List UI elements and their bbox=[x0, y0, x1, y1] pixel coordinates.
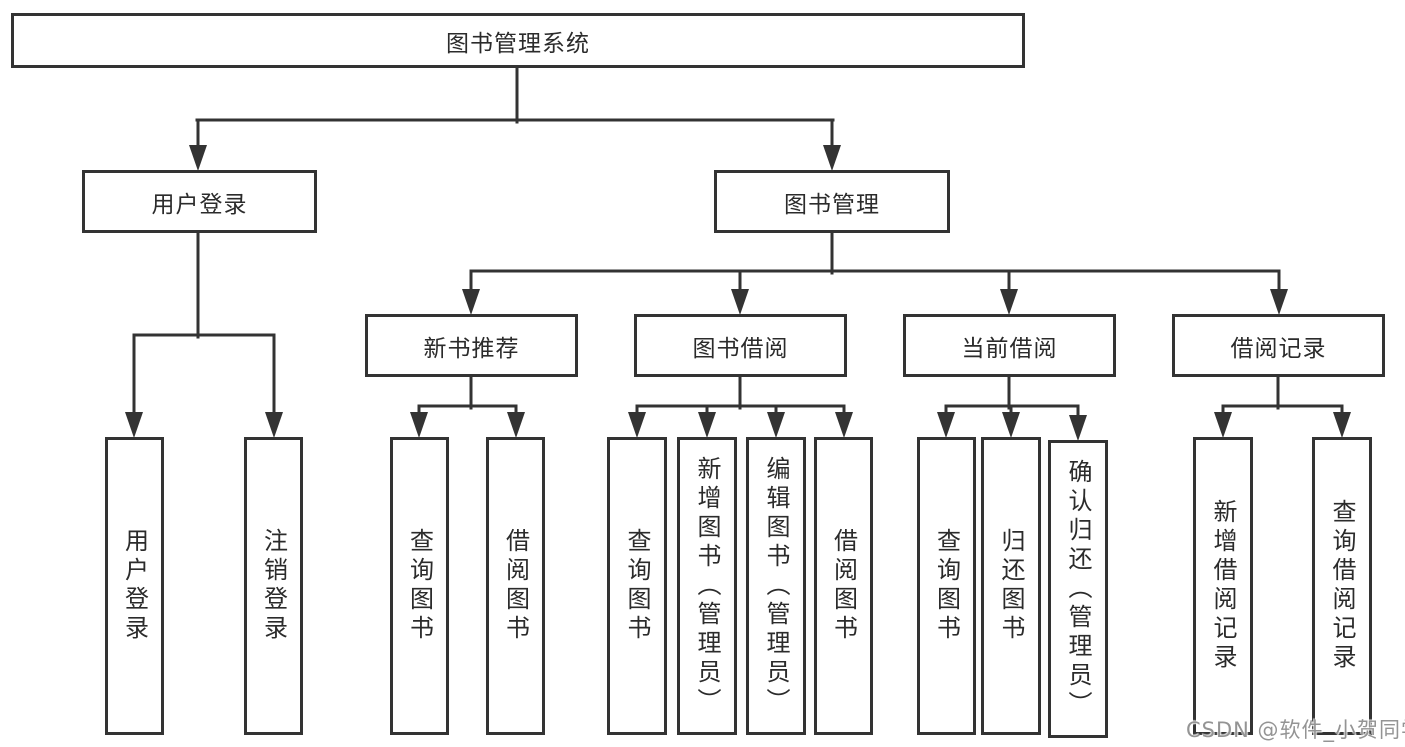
leaf-edit-book-admin-label: 编辑图书（管理员） bbox=[762, 455, 790, 717]
arrowheads bbox=[125, 145, 1351, 441]
leaf-query-books-current-label: 查询图书 bbox=[932, 528, 961, 644]
leaf-query-books-recommend-label: 查询图书 bbox=[405, 528, 434, 644]
leaf-edit-book-admin: 编辑图书（管理员） bbox=[746, 437, 806, 735]
node-library-system-label: 图书管理系统 bbox=[446, 30, 590, 57]
leaf-logout: 注销登录 bbox=[244, 437, 303, 735]
leaf-user-login-label: 用户登录 bbox=[120, 528, 149, 644]
node-new-book-recommend-label: 新书推荐 bbox=[423, 335, 520, 362]
node-current-borrowing-label: 当前借阅 bbox=[961, 335, 1058, 362]
leaf-query-books-recommend: 查询图书 bbox=[390, 437, 449, 735]
leaf-borrow-books-recommend: 借阅图书 bbox=[486, 437, 545, 735]
node-book-borrowing: 图书借阅 bbox=[634, 314, 847, 377]
leaf-query-books-borrowing: 查询图书 bbox=[607, 437, 667, 735]
node-borrowing-records-label: 借阅记录 bbox=[1230, 335, 1327, 362]
node-user-login: 用户登录 bbox=[82, 170, 317, 233]
leaf-add-borrow-record: 新增借阅记录 bbox=[1193, 437, 1253, 735]
watermark: CSDN @软件_小贺同学 bbox=[1186, 718, 1405, 742]
leaf-borrow-books-recommend-label: 借阅图书 bbox=[501, 528, 530, 644]
leaf-confirm-return-admin: 确认归还（管理员） bbox=[1048, 440, 1108, 738]
node-library-system: 图书管理系统 bbox=[11, 13, 1025, 68]
leaf-query-borrow-record: 查询借阅记录 bbox=[1312, 437, 1372, 735]
node-new-book-recommend: 新书推荐 bbox=[365, 314, 578, 377]
leaf-return-books: 归还图书 bbox=[981, 437, 1041, 735]
leaf-add-book-admin-label: 新增图书（管理员） bbox=[693, 455, 721, 717]
node-current-borrowing: 当前借阅 bbox=[903, 314, 1116, 377]
node-book-borrowing-label: 图书借阅 bbox=[692, 335, 789, 362]
leaf-query-borrow-record-label: 查询借阅记录 bbox=[1328, 499, 1356, 673]
leaf-confirm-return-admin-label: 确认归还（管理员） bbox=[1064, 458, 1092, 720]
leaf-user-login: 用户登录 bbox=[105, 437, 164, 735]
leaf-logout-label: 注销登录 bbox=[259, 528, 288, 644]
node-borrowing-records: 借阅记录 bbox=[1172, 314, 1385, 377]
leaf-add-book-admin: 新增图书（管理员） bbox=[677, 437, 737, 735]
node-book-management: 图书管理 bbox=[714, 170, 950, 233]
leaf-borrow-books-label: 借阅图书 bbox=[829, 528, 858, 644]
leaf-query-books-current: 查询图书 bbox=[917, 437, 976, 735]
node-user-login-label: 用户登录 bbox=[151, 191, 248, 218]
leaf-return-books-label: 归还图书 bbox=[997, 528, 1025, 644]
leaf-query-books-borrowing-label: 查询图书 bbox=[623, 528, 651, 644]
leaf-add-borrow-record-label: 新增借阅记录 bbox=[1209, 499, 1237, 673]
node-book-management-label: 图书管理 bbox=[784, 191, 880, 218]
leaf-borrow-books: 借阅图书 bbox=[814, 437, 873, 735]
